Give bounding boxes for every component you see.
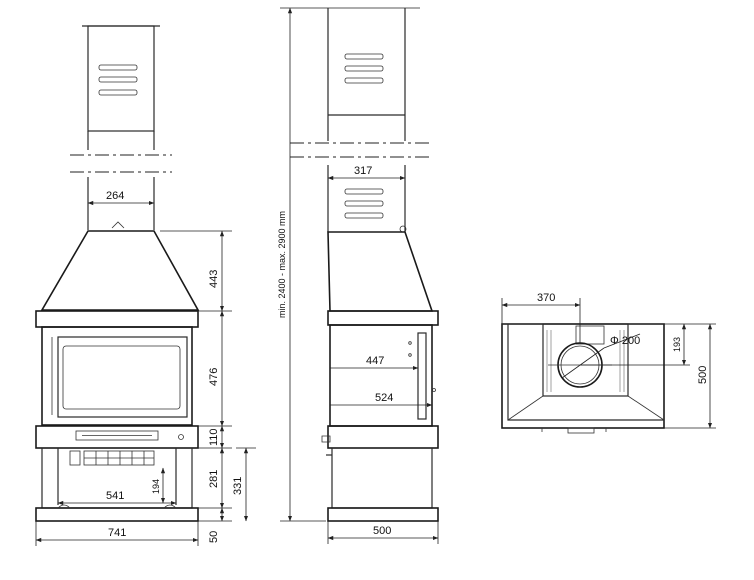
dim-flue-diameter: Φ 200 (610, 335, 640, 347)
front-view (35, 25, 200, 522)
dim-control-band: 110 (208, 428, 220, 446)
door-edge (417, 332, 427, 420)
air-control (75, 430, 159, 441)
dim-flue-width-front: 264 (106, 190, 124, 202)
dim-storage-height: 281 (208, 470, 220, 488)
vent-slots-side-bottom (344, 188, 384, 219)
dim-inner-depth: 447 (366, 355, 384, 367)
plan-view: Φ 200 370 193 500 (501, 292, 716, 434)
dim-firebox-height: 476 (208, 368, 220, 386)
dim-flue-width-side: 317 (354, 165, 372, 177)
door-glass (62, 345, 181, 410)
vent-slots-side-top (344, 53, 384, 84)
dim-base-depth: 500 (373, 525, 391, 537)
front-dimensions: 264 443 476 110 281 50 331 194 541 741 (35, 190, 256, 546)
damper-handle-icon (111, 221, 125, 232)
dim-plan-offset-side: 193 (672, 337, 682, 352)
dim-outer-depth: 524 (375, 392, 393, 404)
dim-plan-offset: 370 (537, 292, 555, 304)
dim-base-to-top: 331 (232, 477, 244, 495)
dim-plan-depth: 500 (697, 366, 709, 384)
dim-hood-height: 443 (208, 270, 220, 288)
dim-storage-opening: 194 (151, 479, 161, 494)
vent-slots-front (98, 64, 138, 96)
hood (40, 230, 200, 311)
dim-storage-width: 541 (106, 490, 124, 502)
grate (69, 450, 155, 466)
dim-plinth: 50 (208, 531, 220, 543)
firebox-door (57, 336, 188, 418)
dim-total-width: 741 (108, 527, 126, 539)
side-view: min. 2400 - max. 2900 mm 317 (277, 7, 439, 544)
dim-total-height-range: min. 2400 - max. 2900 mm (277, 211, 287, 318)
